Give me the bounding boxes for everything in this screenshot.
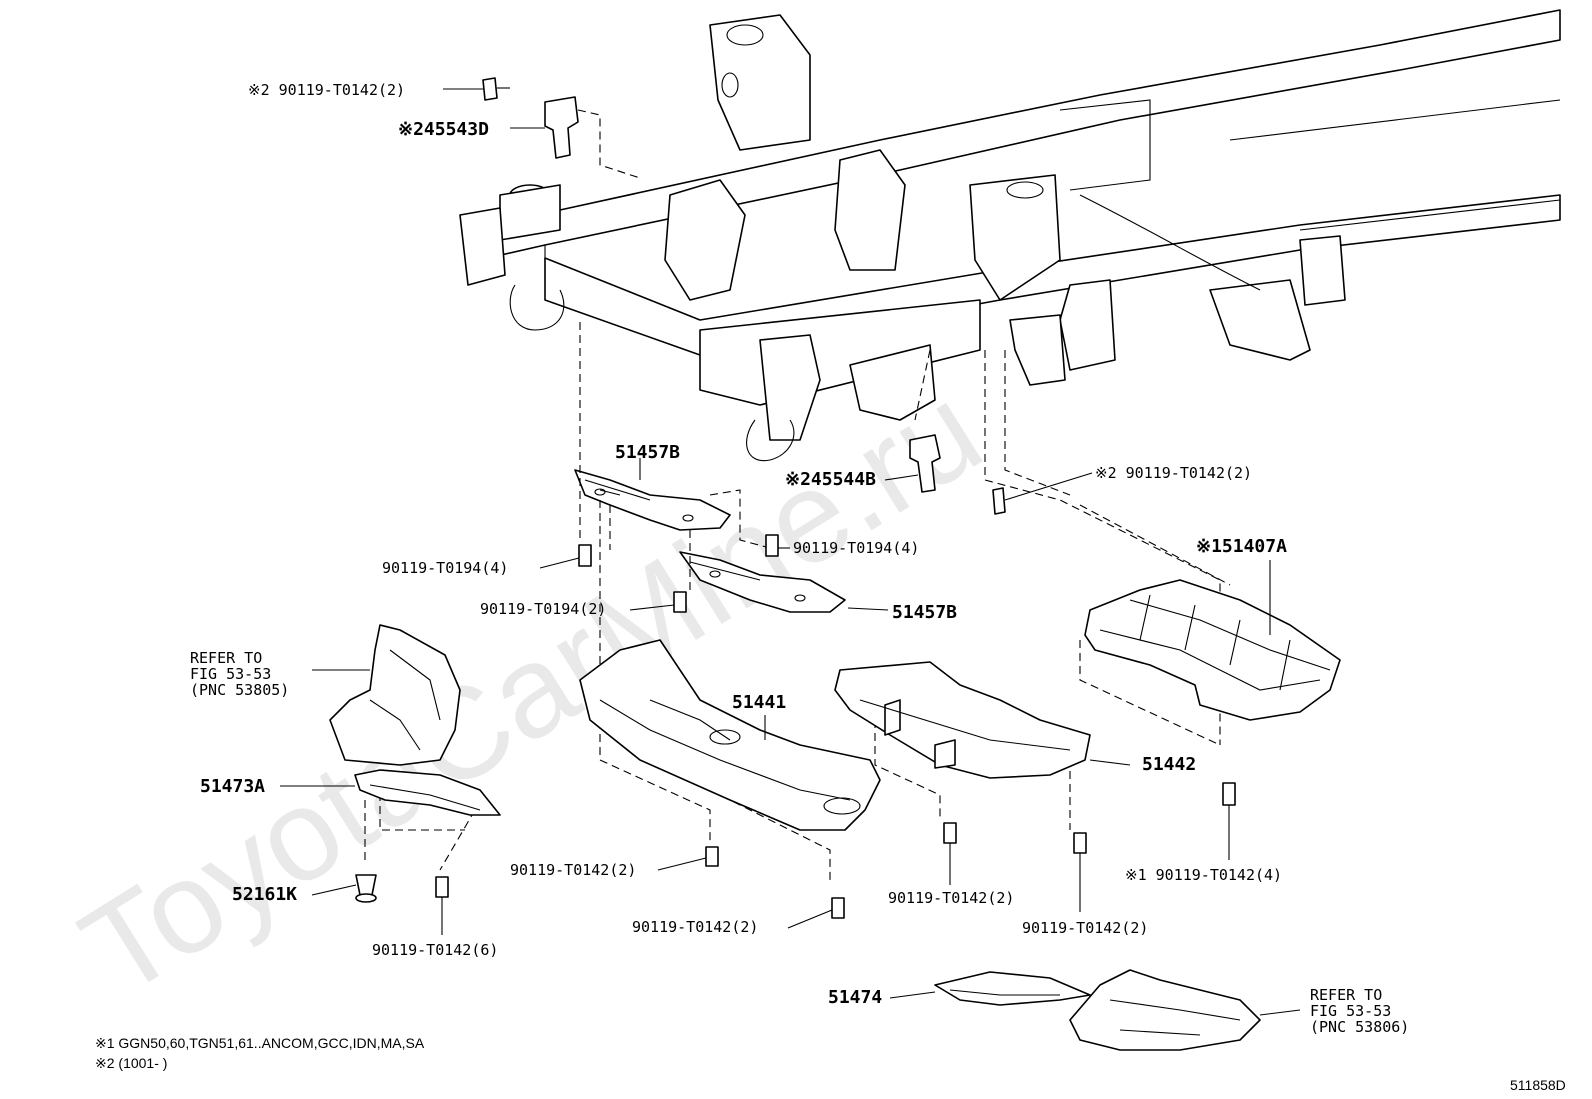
label-51442: 51442: [1142, 754, 1196, 775]
label-51407A: ※151407A: [1196, 536, 1287, 557]
plate-51457B-upper: [574, 469, 731, 531]
label-bolt-0142-mid2: 90119-T0142(2): [632, 918, 758, 936]
fasteners: [355, 534, 1236, 919]
under-cover-51407A: [1084, 579, 1341, 721]
label-51457B-upper: 51457B: [615, 442, 680, 463]
label-bolt-0194-left: 90119-T0194(4): [382, 559, 508, 577]
label-51457B-lower: 51457B: [892, 602, 957, 623]
label-bolt-0194-mid: 90119-T0194(2): [480, 600, 606, 618]
bracket-45543D: [482, 77, 641, 179]
refer-left-line-1: REFER TO: [190, 649, 262, 667]
label-bolt-0142-r3: ※1 90119-T0142(4): [1125, 866, 1282, 884]
refer-left-line-2: FIG 53-53: [190, 665, 271, 683]
label-bolt-0142-r2: 90119-T0142(2): [1022, 919, 1148, 937]
refer-left-line-3: (PNC 53805): [190, 681, 289, 699]
cover-51474: [934, 971, 1091, 1006]
plate-51457B-lower: [679, 551, 846, 613]
label-bolt-right-1: ※2 90119-T0142(2): [1095, 464, 1252, 482]
leader-lines: [280, 88, 1301, 1016]
label-bolt-0142-r1: 90119-T0142(2): [888, 889, 1014, 907]
under-cover-51442: [834, 661, 1091, 779]
callout-labels: ※2 90119-T0142(2) ※245543D 51457B ※24554…: [95, 81, 1566, 1093]
vehicle-frame: [459, 9, 1561, 462]
refer-right-line-2: FIG 53-53: [1310, 1002, 1391, 1020]
refer-right-line-3: (PNC 53806): [1310, 1018, 1409, 1036]
under-cover-51441: [579, 639, 881, 831]
diagram-id: 511858D: [1510, 1077, 1566, 1093]
side-shield-left: [329, 624, 461, 766]
footnote-1: ※1 GGN50,60,TGN51,61..ANCOM,GCC,IDN,MA,S…: [95, 1035, 425, 1051]
label-bolt-top-left: ※2 90119-T0142(2): [248, 81, 405, 99]
label-51473A: 51473A: [200, 776, 265, 797]
label-bolt-0194-right: 90119-T0194(4): [793, 539, 919, 557]
bracket-45544B: [909, 349, 1006, 515]
side-shield-right: [1069, 969, 1261, 1051]
label-51474: 51474: [828, 987, 882, 1008]
splash-shield-51473A: [354, 769, 501, 816]
footnote-2: ※2 (1001- ): [95, 1055, 167, 1071]
label-45544B: ※245544B: [785, 469, 876, 490]
assembly-lines: [364, 322, 1231, 880]
label-bolt-0142-6: 90119-T0142(6): [372, 941, 498, 959]
label-52161K: 52161K: [232, 884, 297, 905]
refer-right-line-1: REFER TO: [1310, 986, 1382, 1004]
label-51441: 51441: [732, 692, 786, 713]
label-bolt-0142-mid1: 90119-T0142(2): [510, 861, 636, 879]
label-45543D: ※245543D: [398, 119, 489, 140]
